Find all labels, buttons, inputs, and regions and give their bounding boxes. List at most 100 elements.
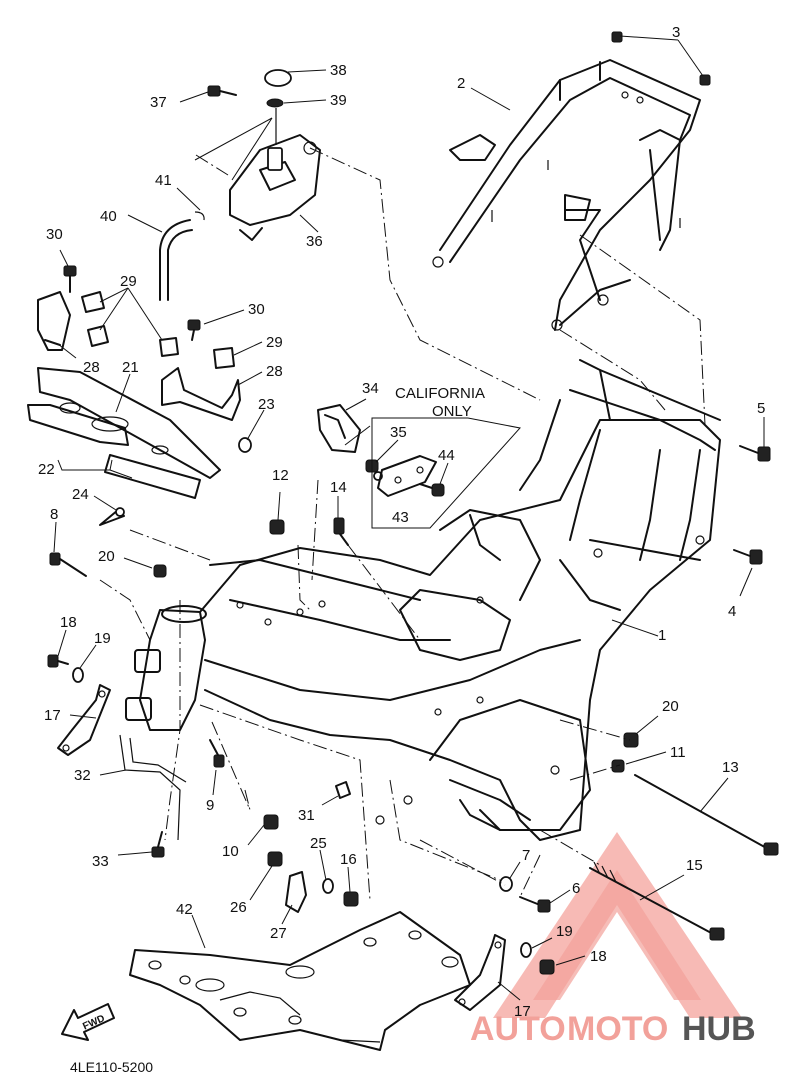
label-32: 32: [74, 767, 91, 784]
watermark-text: AUTO MOTO HUB: [470, 1010, 756, 1048]
diagram-code: 4LE110-5200: [70, 1059, 153, 1075]
washer-19-right: [520, 942, 532, 958]
label-9: 9: [206, 797, 214, 814]
label-18b: 18: [590, 948, 607, 965]
bracket-21: [37, 367, 221, 479]
label-38: 38: [330, 62, 347, 79]
label-15: 15: [686, 857, 703, 874]
label-43: 43: [392, 509, 409, 526]
collar-23: [238, 437, 252, 453]
label-26: 26: [230, 899, 247, 916]
nut-20-right: [623, 732, 639, 748]
bolt-9: [209, 739, 225, 768]
bracket-34: [317, 404, 361, 453]
label-25: 25: [310, 835, 327, 852]
bolt-5: [739, 445, 771, 462]
label-33: 33: [92, 853, 109, 870]
label-19a: 19: [94, 630, 111, 647]
watermark-logo: [493, 832, 742, 1018]
fwd-label: FWD: [81, 1013, 106, 1032]
bracket-17-left: [57, 684, 111, 756]
label-11: 11: [670, 744, 686, 761]
california-callout: [344, 417, 521, 529]
label-22: 22: [38, 461, 55, 478]
label-12: 12: [272, 467, 289, 484]
label-40: 40: [100, 208, 117, 225]
main-frame: [125, 359, 721, 841]
dampers-29: [81, 291, 235, 369]
label-13: 13: [722, 759, 739, 776]
nut-10: [263, 814, 279, 830]
watermark-auto: AUTO: [470, 1010, 566, 1048]
nut-16: [343, 891, 359, 907]
bolt-30-mid: [187, 319, 201, 341]
wire-32: [119, 734, 187, 841]
label-36: 36: [306, 233, 323, 250]
label-2: 2: [457, 75, 465, 92]
label-3: 3: [672, 24, 680, 41]
bolt-6: [519, 896, 551, 913]
watermark-moto: MOTO: [567, 1010, 668, 1048]
label-1: 1: [658, 627, 666, 644]
label-10: 10: [222, 843, 239, 860]
bolt-33: [151, 831, 165, 858]
bolt-8: [49, 552, 87, 577]
label-29a: 29: [120, 273, 137, 290]
label-28b: 28: [266, 363, 283, 380]
label-30b: 30: [248, 301, 265, 318]
label-42: 42: [176, 901, 193, 918]
bolt-4: [733, 549, 763, 565]
watermark-hub: HUB: [682, 1010, 756, 1048]
bolt-18-right: [539, 959, 555, 975]
label-30a: 30: [46, 226, 63, 243]
label-23: 23: [258, 396, 275, 413]
fwd-arrow-icon: FWD: [61, 1003, 115, 1041]
label-31: 31: [298, 807, 315, 824]
nut-26: [267, 851, 283, 867]
bolt-37: [207, 85, 237, 97]
nut-3: [611, 31, 711, 86]
hose-40: [159, 211, 205, 301]
bolt-44: [419, 483, 445, 497]
reservoir-36: [229, 69, 321, 241]
label-19b: 19: [556, 923, 573, 940]
california-line1: CALIFORNIA: [395, 385, 485, 402]
label-5: 5: [757, 400, 765, 417]
rear-subframe: [432, 59, 701, 331]
bracket-28-left: [37, 291, 71, 351]
california-line2: ONLY: [432, 403, 472, 420]
washer-19-left: [72, 667, 84, 683]
bracket-27: [285, 871, 307, 913]
leader-lines: [53, 35, 765, 1001]
label-8: 8: [50, 506, 58, 523]
label-17b: 17: [514, 1003, 531, 1020]
label-39: 39: [330, 92, 347, 109]
plate-22: [27, 404, 201, 499]
label-14: 14: [330, 479, 347, 496]
long-bolt-13: [634, 774, 779, 856]
callout-labels: 38 39 37 41 40 36 2 3 30 29 28 30 29 28 …: [38, 24, 765, 1075]
bolt-14: [333, 517, 349, 546]
bracket-28-right: [161, 367, 241, 421]
bracket-17-right: [454, 934, 506, 1011]
plate-43: [377, 455, 437, 497]
rivet-24: [99, 507, 125, 526]
label-21: 21: [122, 359, 139, 376]
label-4: 4: [728, 603, 736, 620]
under-cover-42: [129, 911, 471, 1051]
nut-20-left: [153, 564, 167, 578]
label-28a: 28: [83, 359, 100, 376]
label-37: 37: [150, 94, 167, 111]
label-20a: 20: [98, 548, 115, 565]
label-35: 35: [390, 424, 407, 441]
clip-31: [335, 781, 351, 799]
label-44: 44: [438, 447, 455, 464]
label-17a: 17: [44, 707, 61, 724]
assembly-lines: [99, 147, 706, 901]
label-16: 16: [340, 851, 357, 868]
label-34: 34: [362, 380, 379, 397]
label-41: 41: [155, 172, 172, 189]
bolt-18-left: [47, 654, 69, 668]
label-27: 27: [270, 925, 287, 942]
